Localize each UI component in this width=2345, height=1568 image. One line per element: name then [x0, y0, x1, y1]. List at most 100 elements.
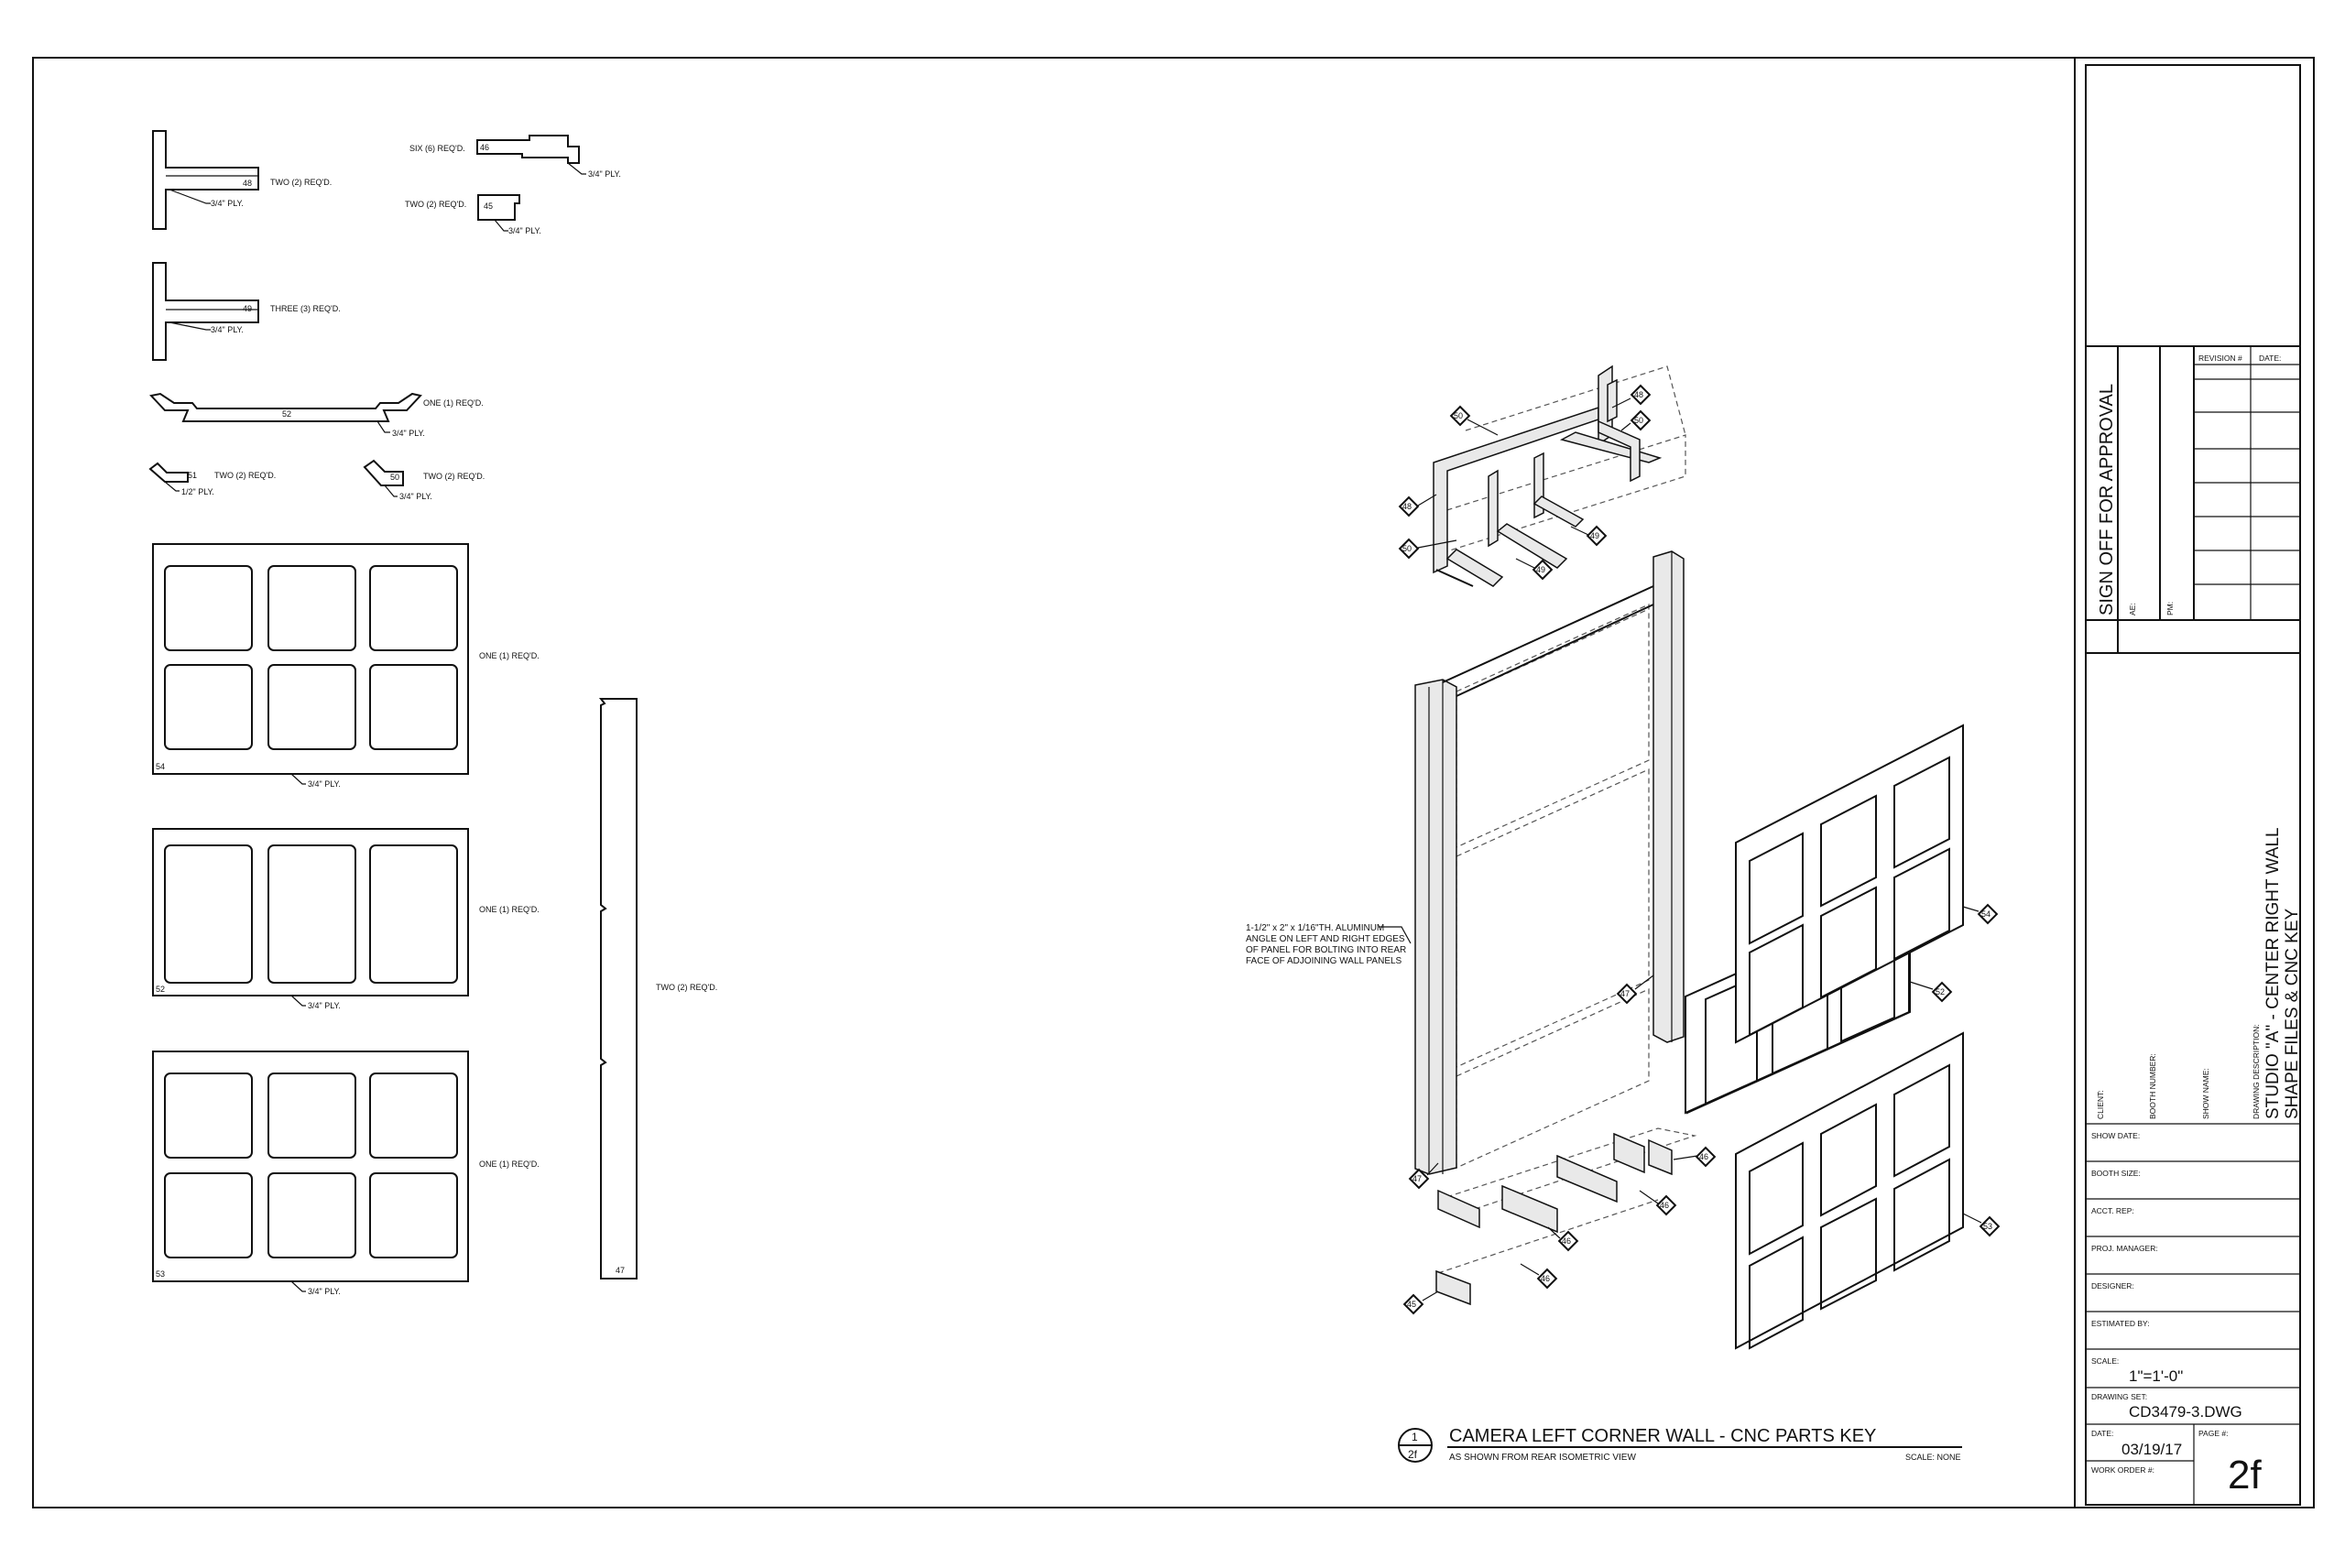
panel-53: 53 ONE (1) REQ'D. 3/4" PLY. [152, 1051, 540, 1296]
part-50: 50 TWO (2) REQ'D. 3/4" PLY. [363, 459, 485, 501]
date-label: DATE: [2091, 1429, 2113, 1438]
part-46: SIX (6) REQ'D. 46 3/4" PLY. [409, 135, 621, 179]
tag-48: 48 [1398, 494, 1437, 517]
tag-49: 49 [1570, 525, 1608, 547]
part-49: 49 THREE (3) REQ'D. 3/4" PLY. [152, 262, 341, 361]
part-45: TWO (2) REQ'D. 45 3/4" PLY. [405, 194, 541, 235]
part-45-qty: TWO (2) REQ'D. [405, 200, 466, 209]
part-49-num: 49 [243, 304, 252, 313]
svg-text:50: 50 [1454, 411, 1463, 420]
panel-53-qty: ONE (1) REQ'D. [479, 1160, 540, 1169]
approval-pm: PM: [2165, 602, 2175, 615]
work-order-label: WORK ORDER #: [2091, 1465, 2154, 1475]
tag-52: 52 [1909, 981, 1953, 1003]
part-45-mat: 3/4" PLY. [508, 226, 541, 235]
svg-text:47: 47 [1412, 1174, 1422, 1183]
sheet-border [32, 57, 2315, 1508]
iso-note-line-2: ANGLE ON LEFT AND RIGHT EDGES [1246, 934, 1405, 944]
drawing-description-label: DRAWING DESCRIPTION: [2252, 1024, 2261, 1119]
revision-header: REVISION # [2198, 354, 2242, 363]
proj-manager-label: PROJ. MANAGER: [2091, 1244, 2158, 1253]
svg-text:54: 54 [1981, 909, 1991, 919]
isometric-assembly: 1-1/2" x 2" x 1/16"TH. ALUMINUM ANGLE ON… [1246, 365, 2001, 1350]
scale-value: 1"=1'-0" [2129, 1367, 2183, 1385]
tag-46: 46 [1547, 1226, 1579, 1252]
tag-50: 50 [1620, 409, 1652, 431]
panel-54-mat: 3/4" PLY. [308, 779, 341, 789]
part-49-qty: THREE (3) REQ'D. [270, 304, 341, 313]
tag-46: 46 [1673, 1146, 1717, 1168]
iso-bottom-base [1435, 1127, 1697, 1306]
iso-panel-53 [1735, 1031, 1964, 1350]
caption-scale: SCALE: NONE [1905, 1453, 1961, 1462]
caption-sheet: 2f [1408, 1448, 1418, 1461]
title-block: SIGN OFF FOR APPROVAL AE: PM: REVISION #… [2085, 64, 2302, 1506]
drawing-description-line2: SHAPE FILES & CNC KEY [2283, 908, 2302, 1119]
part-51: 51 TWO (2) REQ'D. 1/2" PLY. [148, 462, 276, 496]
caption-title: CAMERA LEFT CORNER WALL - CNC PARTS KEY [1449, 1426, 1876, 1446]
client-label: CLIENT: [2096, 1090, 2105, 1119]
svg-text:46: 46 [1562, 1236, 1571, 1246]
tag-53: 53 [1962, 1213, 2001, 1237]
svg-text:49: 49 [1590, 531, 1599, 540]
part-51-qty: TWO (2) REQ'D. [214, 471, 276, 480]
iso-note-line-3: OF PANEL FOR BOLTING INTO REAR [1246, 945, 1406, 955]
part-48: 48 TWO (2) REQ'D. 3/4" PLY. [152, 130, 332, 230]
part-52b-qty: ONE (1) REQ'D. [423, 398, 484, 408]
tag-47: 47 [1616, 975, 1654, 1005]
caption-number: 1 [1412, 1431, 1418, 1443]
iso-panel-54 [1735, 724, 1964, 1044]
iso-part-tags: 50 48 50 48 50 49 49 47 47 54 52 53 46 4… [1398, 384, 2001, 1315]
part-47-stile: 47 TWO (2) REQ'D. [598, 698, 717, 1279]
iso-top-base [1433, 365, 1686, 587]
caption-subtitle: AS SHOWN FROM REAR ISOMETRIC VIEW [1449, 1453, 1636, 1463]
tag-54: 54 [1962, 903, 1999, 925]
tag-48: 48 [1611, 384, 1652, 408]
part-48-qty: TWO (2) REQ'D. [270, 178, 332, 187]
part-51-num: 51 [188, 471, 197, 480]
iso-note-line-4: FACE OF ADJOINING WALL PANELS [1246, 956, 1402, 966]
approval-ae: AE: [2128, 603, 2137, 615]
part-45-num: 45 [484, 201, 493, 211]
designer-label: DESIGNER: [2091, 1281, 2134, 1290]
page-label: PAGE #: [2198, 1429, 2228, 1438]
svg-text:49: 49 [1536, 565, 1545, 574]
tag-47: 47 [1408, 1162, 1439, 1190]
panel-52: 52 ONE (1) REQ'D. 3/4" PLY. [152, 828, 540, 1010]
tag-45: 45 [1402, 1290, 1439, 1315]
part-48-mat: 3/4" PLY. [211, 199, 244, 208]
tag-46: 46 [1520, 1263, 1558, 1290]
part-52-board: 52 ONE (1) REQ'D. 3/4" PLY. [149, 392, 484, 438]
svg-text:46: 46 [1660, 1201, 1669, 1210]
part-46-mat: 3/4" PLY. [588, 169, 621, 179]
show-date-label: SHOW DATE: [2091, 1131, 2140, 1140]
svg-text:48: 48 [1402, 502, 1412, 511]
part-51-mat: 1/2" PLY. [181, 487, 214, 496]
iso-main-frame [1414, 550, 1685, 1175]
part-47-num: 47 [616, 1266, 625, 1275]
svg-text:52: 52 [1936, 987, 1945, 996]
part-48-num: 48 [243, 179, 252, 188]
panel-52-num: 52 [156, 985, 165, 994]
drawing-set-label: DRAWING SET: [2091, 1392, 2147, 1401]
iso-note-line-1: 1-1/2" x 2" x 1/16"TH. ALUMINUM [1246, 923, 1384, 933]
part-46-qty: SIX (6) REQ'D. [409, 144, 465, 153]
svg-text:47: 47 [1620, 989, 1630, 998]
scale-label: SCALE: [2091, 1356, 2119, 1366]
tag-49: 49 [1515, 558, 1554, 581]
part-49-mat: 3/4" PLY. [211, 325, 244, 334]
iso-note: 1-1/2" x 2" x 1/16"TH. ALUMINUM ANGLE ON… [1246, 923, 1412, 966]
svg-text:50: 50 [1402, 544, 1412, 553]
panel-53-mat: 3/4" PLY. [308, 1287, 341, 1296]
svg-text:45: 45 [1407, 1300, 1416, 1309]
panel-54: 54 ONE (1) REQ'D. 3/4" PLY. [152, 543, 540, 789]
drawing-set-value: CD3479-3.DWG [2129, 1403, 2242, 1421]
panel-54-num: 54 [156, 762, 165, 771]
panel-53-num: 53 [156, 1269, 165, 1279]
panel-52-mat: 3/4" PLY. [308, 1001, 341, 1010]
svg-text:46: 46 [1541, 1274, 1550, 1283]
part-47-qty: TWO (2) REQ'D. [656, 983, 717, 992]
part-50-mat: 3/4" PLY. [399, 492, 432, 501]
part-52b-num: 52 [282, 409, 291, 419]
